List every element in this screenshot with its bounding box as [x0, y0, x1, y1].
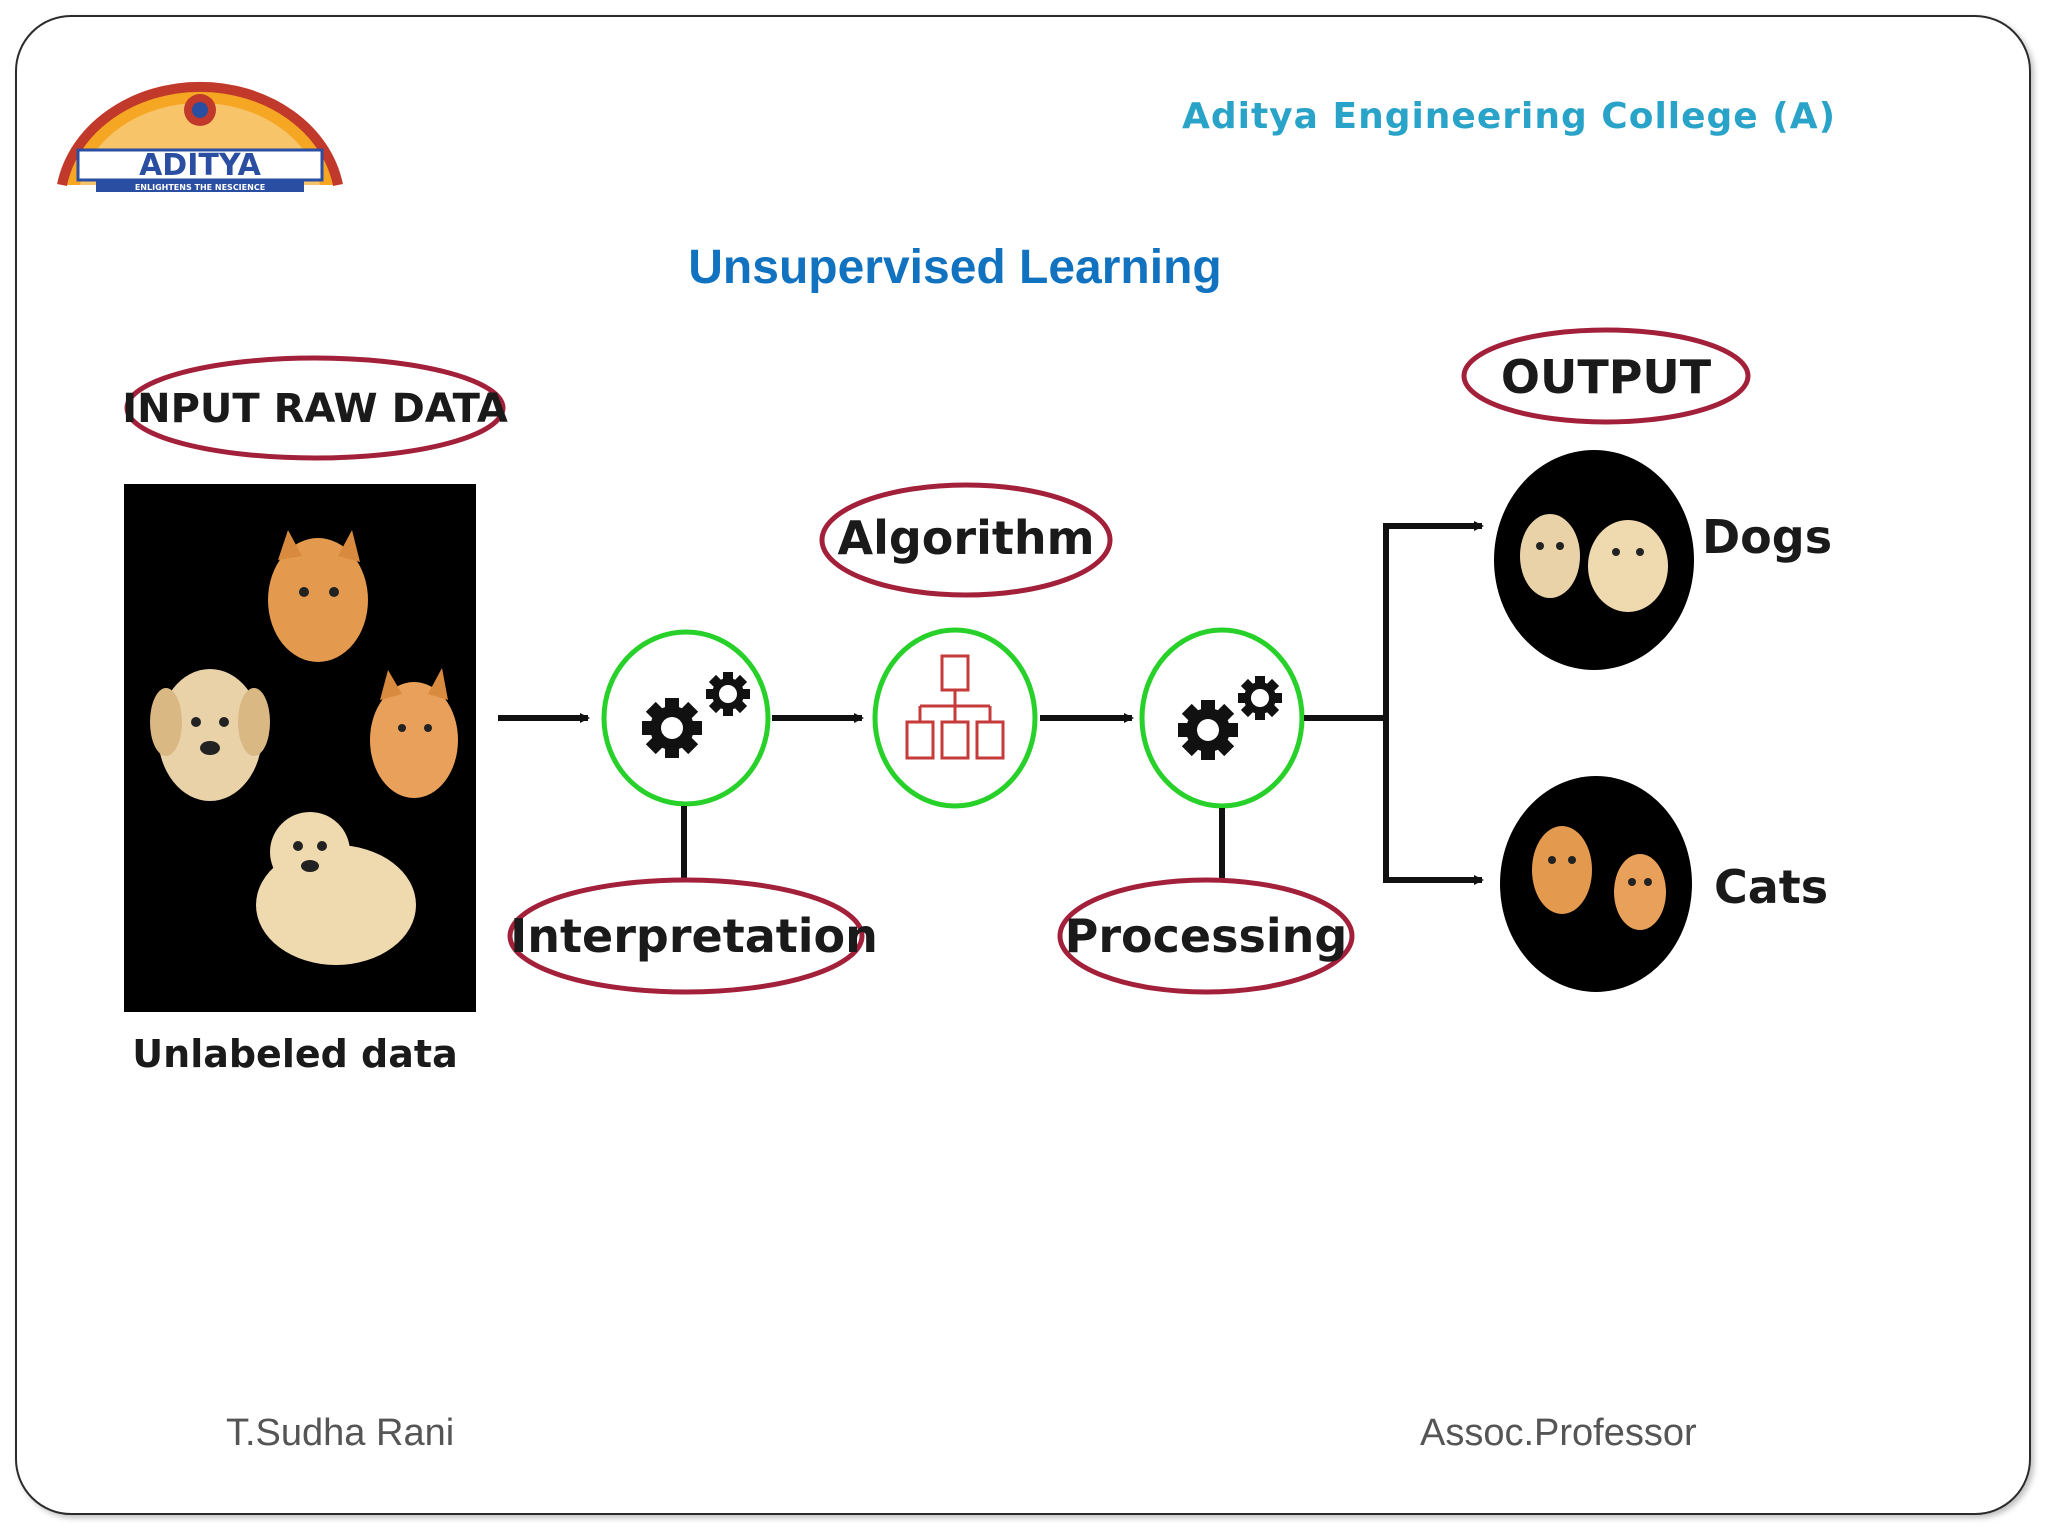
output-label: OUTPUT — [1501, 350, 1712, 404]
puppy-icon — [256, 812, 416, 965]
footer-designation: Assoc.Professor — [1420, 1412, 1697, 1454]
input-label: INPUT RAW DATA — [122, 386, 508, 432]
processing-label-ellipse — [1057, 877, 1355, 995]
gear-icon — [1238, 676, 1282, 720]
algorithm-label-ellipse — [819, 482, 1113, 598]
aditya-logo-icon: ADITYA ENLIGHTENS THE NESCIENCE — [57, 81, 343, 192]
unlabeled-data-image — [124, 484, 476, 1012]
interpretation-label: Interpretation — [510, 909, 878, 963]
processing-label: Processing — [1065, 909, 1348, 963]
logo-text: ADITYA — [139, 148, 262, 183]
kitten-icon — [1614, 854, 1666, 930]
output-cats-label: Cats — [1714, 860, 1828, 914]
dogs-cluster-image — [1494, 450, 1694, 670]
output-label-ellipse — [1461, 327, 1751, 425]
processing-node — [1139, 627, 1305, 809]
interpretation-node — [601, 629, 771, 807]
puppy-icon — [150, 669, 270, 801]
cats-cluster-image — [1500, 776, 1692, 992]
gear-icon — [1178, 700, 1238, 760]
algorithm-label: Algorithm — [837, 511, 1094, 565]
algorithm-node — [872, 627, 1038, 809]
interpretation-label-ellipse — [507, 877, 865, 995]
puppy-icon — [1520, 514, 1580, 598]
kitten-icon — [1532, 826, 1592, 914]
slide-title: Unsupervised Learning — [688, 241, 1222, 294]
gear-icon — [642, 698, 702, 758]
gear-icon — [706, 672, 750, 716]
puppy-icon — [1588, 520, 1668, 612]
output-dogs-label: Dogs — [1702, 510, 1832, 564]
kitten-icon — [268, 530, 368, 662]
input-caption: Unlabeled data — [132, 1032, 457, 1076]
college-name: Aditya Engineering College (A) — [1182, 96, 1837, 137]
kitten-icon — [370, 668, 458, 798]
slide-frame — [15, 15, 2031, 1515]
logo-tagline: ENLIGHTENS THE NESCIENCE — [135, 183, 265, 192]
input-label-ellipse — [124, 355, 506, 461]
footer-author: T.Sudha Rani — [226, 1412, 455, 1454]
hierarchy-icon — [905, 654, 1005, 760]
